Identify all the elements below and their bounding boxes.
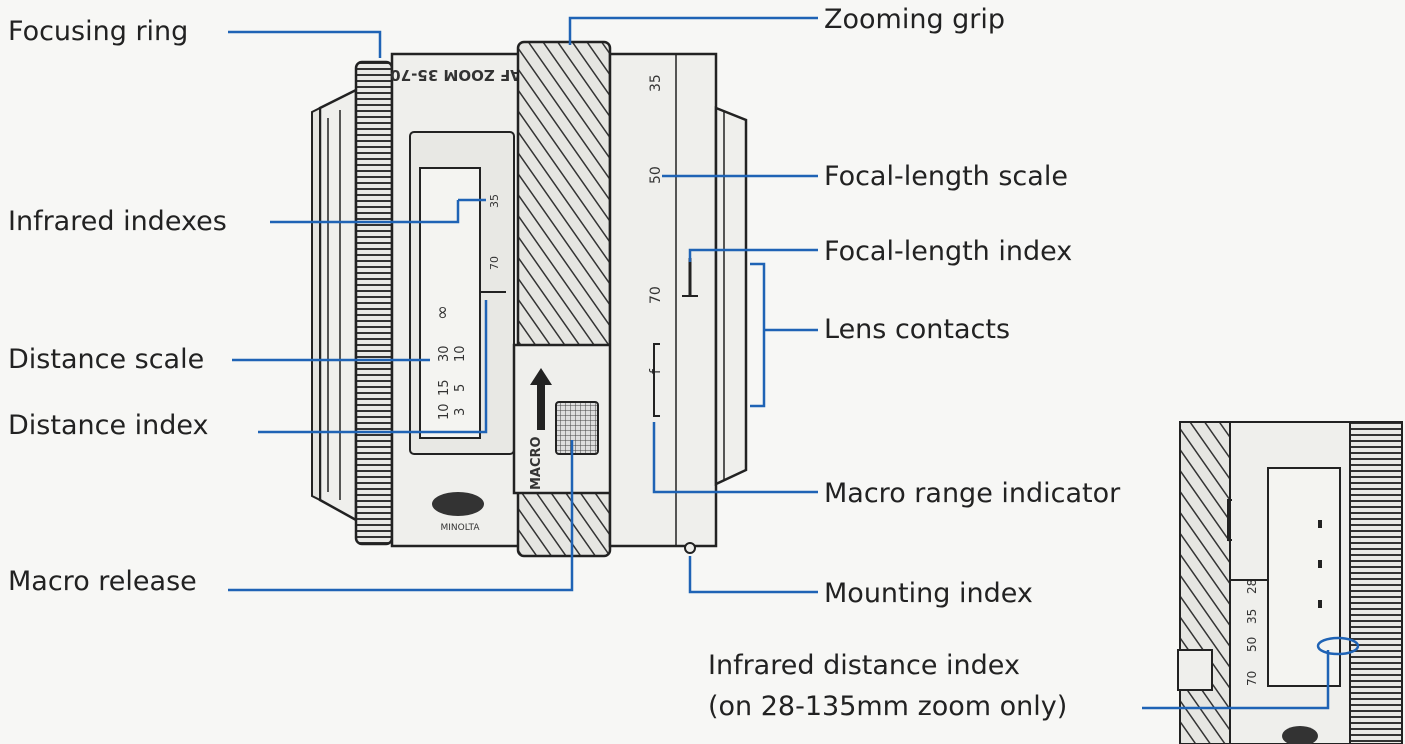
label-mounting-index: Mounting index <box>824 578 1033 609</box>
leader-lines <box>228 16 1330 710</box>
rear-barrel: 35 50 70 f <box>608 52 718 554</box>
leader-zooming-grip <box>568 16 818 45</box>
label-distance-scale: Distance scale <box>8 344 205 375</box>
leader-macro-release <box>228 440 574 592</box>
svg-text:∞: ∞ <box>432 305 453 320</box>
svg-text:3: 3 <box>453 408 468 416</box>
svg-text:28: 28 <box>1245 579 1259 594</box>
brand-logo <box>432 492 484 516</box>
leader-focusing-ring <box>228 30 382 58</box>
leader-focal-length-index <box>688 248 818 262</box>
model-marking: AF ZOOM 35-70 <box>390 66 522 84</box>
svg-text:15: 15 <box>437 379 452 396</box>
label-lens-contacts: Lens contacts <box>824 314 1011 345</box>
svg-text:f: f <box>648 368 664 374</box>
inset-focal-markings: 28 35 50 70 <box>1245 579 1259 686</box>
label-macro-range-indicator: Macro range indicator <box>824 478 1121 509</box>
label-focal-length-index: Focal-length index <box>824 236 1073 267</box>
zooming-grip: MACRO <box>512 40 616 558</box>
label-focal-length-scale: Focal-length scale <box>824 161 1068 192</box>
label-infrared-distance-index-note: (on 28-135mm zoom only) <box>708 691 1068 722</box>
focusing-ring <box>354 60 394 546</box>
label-macro-release: Macro release <box>8 566 197 597</box>
label-infrared-indexes: Infrared indexes <box>8 206 227 237</box>
label-focusing-ring: Focusing ring <box>8 16 189 47</box>
distance-scale-markings: 10 15 30 ∞ 3 5 10 <box>432 305 468 420</box>
leader-infrared-indexes <box>270 200 460 224</box>
svg-text:10: 10 <box>453 345 468 362</box>
leader-mounting-index <box>688 556 818 594</box>
brand-text: MINOLTA <box>441 523 481 533</box>
inset-zoom-detail: 28 35 50 70 <box>1177 421 1403 744</box>
focal-scale-markings: 35 50 70 f <box>648 74 664 374</box>
front-barrel: AF ZOOM 35-70 10 15 30 ∞ 3 5 10 70 35 <box>390 52 522 548</box>
svg-text:70: 70 <box>648 286 664 304</box>
leader-lens-contacts-bracket <box>750 262 766 408</box>
svg-text:50: 50 <box>648 166 664 184</box>
svg-text:35: 35 <box>648 74 664 92</box>
svg-text:35: 35 <box>488 194 501 208</box>
leader-distance-index <box>258 300 488 434</box>
svg-text:30: 30 <box>437 345 452 362</box>
front-rings <box>311 87 358 523</box>
svg-text:70: 70 <box>488 256 501 270</box>
label-distance-index: Distance index <box>8 410 209 441</box>
infrared-index-highlight <box>1316 636 1360 656</box>
svg-text:70: 70 <box>1245 671 1259 686</box>
svg-text:10: 10 <box>437 403 452 420</box>
label-zooming-grip: Zooming grip <box>824 4 1006 35</box>
svg-text:35: 35 <box>1245 609 1259 624</box>
macro-release-button <box>555 401 599 455</box>
label-infrared-distance-index: Infrared distance index <box>708 650 1020 681</box>
leader-macro-range-indicator <box>652 422 818 494</box>
svg-text:5: 5 <box>453 384 468 392</box>
svg-text:50: 50 <box>1245 637 1259 652</box>
lens-mount <box>714 106 764 486</box>
infrared-index-markings: 70 35 <box>488 194 501 270</box>
leader-infrared-distance-index <box>1142 650 1330 710</box>
macro-text: MACRO <box>529 436 544 490</box>
